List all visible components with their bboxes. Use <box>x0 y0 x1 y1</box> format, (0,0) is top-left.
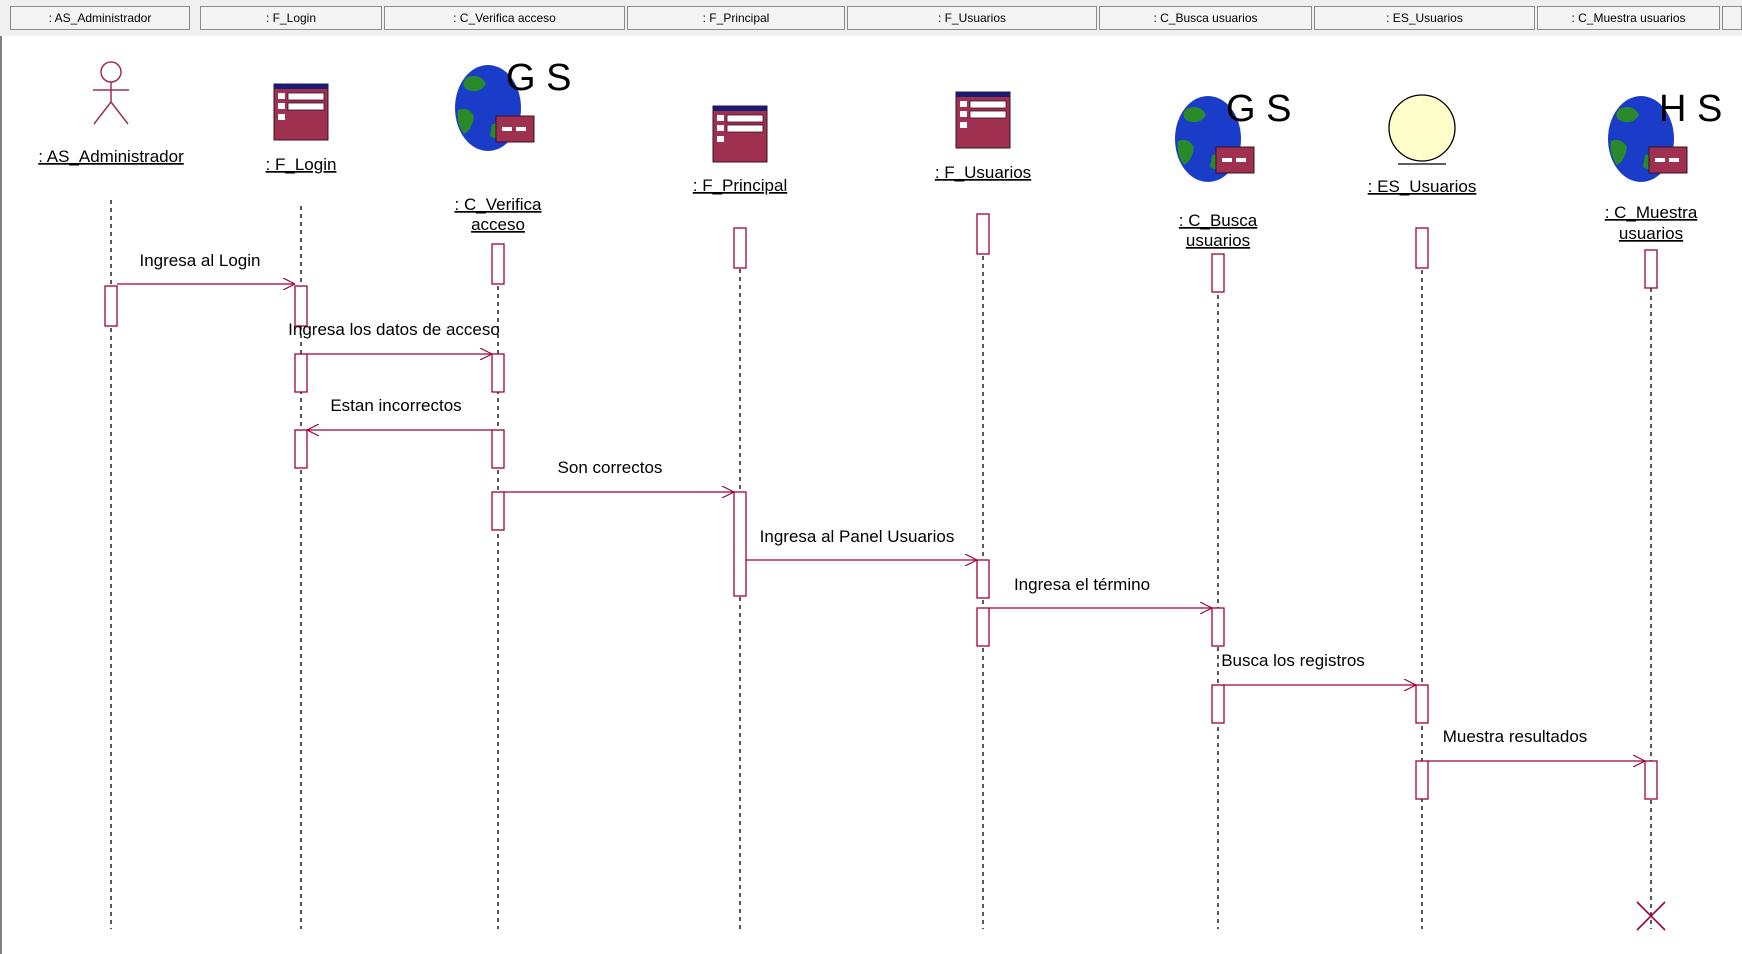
object-label: : F_Principal <box>693 176 787 195</box>
message-6[interactable]: Ingresa el término <box>989 575 1212 608</box>
object-label: : F_Usuarios <box>935 163 1031 182</box>
activation-bar <box>1415 760 1429 800</box>
activation-bar <box>1211 684 1225 724</box>
activation-bar <box>1415 684 1429 724</box>
object-label: : C_Muestra <box>1605 203 1698 222</box>
object-label: : AS_Administrador <box>38 147 184 166</box>
header-cell-5[interactable]: : F_Usuarios <box>847 6 1097 30</box>
object-label: : C_Verifica <box>455 195 542 214</box>
object-label: : ES_Usuarios <box>1368 177 1477 196</box>
message-7[interactable]: Busca los registros <box>1221 651 1416 685</box>
object-label: : F_Login <box>266 155 337 174</box>
globe-badge-label: G S <box>1226 88 1291 130</box>
sequence-diagram: : AS_Administrador : F_Login G S : C_Verifi… <box>38 57 1723 931</box>
header-cell-overflow <box>1722 6 1742 30</box>
control-globe-icon: G S <box>1175 88 1291 182</box>
actor-icon <box>93 61 129 125</box>
activation-bar <box>491 353 505 393</box>
activation-bar <box>1211 253 1225 293</box>
lifeline-object-1[interactable]: : AS_Administrador <box>38 61 184 166</box>
globe-badge-label: H S <box>1659 88 1722 130</box>
activation-bar <box>294 429 308 469</box>
activation-bar <box>1211 607 1225 647</box>
header-cell-4[interactable]: : F_Principal <box>627 6 845 30</box>
message-1[interactable]: Ingresa al Login <box>117 251 295 284</box>
activation-bar <box>976 559 990 599</box>
lifeline-object-8[interactable]: H S : C_Muestra usuarios <box>1605 88 1723 243</box>
activation-bar <box>104 285 118 327</box>
activation-bar <box>491 243 505 285</box>
activation-bar <box>294 285 308 327</box>
message-label: Ingresa al Login <box>140 251 261 270</box>
message-3[interactable]: Estan incorrectos <box>307 396 492 430</box>
control-globe-icon: G S <box>455 57 571 151</box>
control-globe-icon: H S <box>1608 88 1722 182</box>
destroy-x-icon <box>1636 901 1666 931</box>
message-2[interactable]: Ingresa los datos de acceso <box>288 320 500 354</box>
message-label: Estan incorrectos <box>330 396 461 415</box>
activation-bar <box>491 429 505 469</box>
lifeline-object-2[interactable]: : F_Login <box>266 83 337 174</box>
object-label: usuarios <box>1619 224 1683 243</box>
activation-bar <box>1415 227 1429 269</box>
boundary-form-icon <box>273 83 329 141</box>
header-cell-7[interactable]: : ES_Usuarios <box>1314 6 1535 30</box>
activation-bar <box>976 607 990 647</box>
object-label: acceso <box>471 215 525 234</box>
header-cell-3[interactable]: : C_Verifica acceso <box>384 6 625 30</box>
message-4[interactable]: Son correctos <box>504 458 734 492</box>
header-cell-2[interactable]: : F_Login <box>200 6 382 30</box>
message-label: Ingresa los datos de acceso <box>288 320 500 339</box>
message-label: Ingresa al Panel Usuarios <box>760 527 955 546</box>
activation-bar <box>733 491 747 597</box>
message-label: Son correctos <box>558 458 663 477</box>
object-label: usuarios <box>1186 231 1250 250</box>
header-cell-8[interactable]: : C_Muestra usuarios <box>1537 6 1720 30</box>
boundary-form-icon <box>712 105 768 163</box>
lifeline-header-bar: : AS_Administrador : F_Login: C_Verifica … <box>0 0 1742 37</box>
entity-circle-icon <box>1388 94 1456 165</box>
lifeline-object-4[interactable]: : F_Principal <box>693 105 787 195</box>
lifeline-object-7[interactable]: : ES_Usuarios <box>1368 94 1477 196</box>
globe-badge-label: G S <box>506 57 571 99</box>
message-8[interactable]: Muestra resultados <box>1428 727 1645 761</box>
diagram-canvas <box>0 36 1742 954</box>
message-label: Busca los registros <box>1221 651 1365 670</box>
message-label: Ingresa el término <box>1014 575 1150 594</box>
activation-bar <box>294 353 308 393</box>
boundary-form-icon <box>955 91 1011 149</box>
activation-bar <box>976 213 990 255</box>
activation-bar <box>733 227 747 269</box>
activation-bar <box>1644 760 1658 800</box>
header-cell-1[interactable]: : AS_Administrador <box>10 6 190 30</box>
lifeline-object-5[interactable]: : F_Usuarios <box>935 91 1031 182</box>
object-label: : C_Busca <box>1179 211 1258 230</box>
activation-bar <box>491 491 505 531</box>
message-label: Muestra resultados <box>1443 727 1588 746</box>
message-5[interactable]: Ingresa al Panel Usuarios <box>746 527 977 560</box>
header-cell-6[interactable]: : C_Busca usuarios <box>1099 6 1312 30</box>
activation-bar <box>1644 249 1658 289</box>
